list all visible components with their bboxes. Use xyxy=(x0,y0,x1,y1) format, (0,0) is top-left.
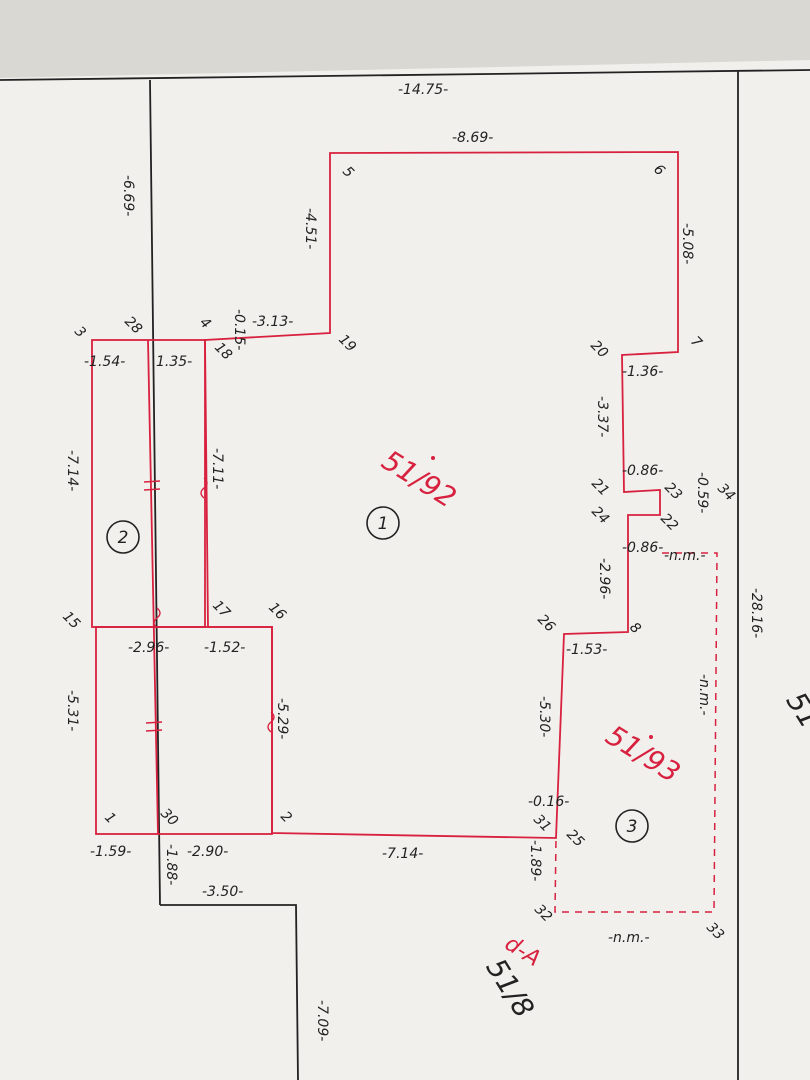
dim-0-16: -0.16- xyxy=(528,794,569,810)
dim-7-14-bottom: -7.14- xyxy=(382,846,423,862)
left-boundary-line xyxy=(149,79,161,906)
dim-3-13: -3.13- xyxy=(252,314,293,330)
dim-2-96-left: -2.96- xyxy=(128,640,169,656)
dim-14-75: -14.75- xyxy=(398,82,448,98)
bottom-boundary-line xyxy=(160,904,299,1080)
dim-4-51: -4.51- xyxy=(302,208,318,249)
paper-sheet xyxy=(0,60,810,1080)
dim-1-53: -1.53- xyxy=(566,642,607,658)
parcel-3-number: 3 xyxy=(627,817,638,837)
parcel-51-93-dot xyxy=(649,735,653,739)
dim-0-86-lower: -0.86- xyxy=(622,540,663,556)
dim-3-37: -3.37- xyxy=(594,396,610,437)
parcel-boundaries xyxy=(0,69,810,1080)
dim-28-16: -28.16- xyxy=(748,588,764,638)
parcel-3-circle xyxy=(615,809,649,843)
dim-2-96-right: -2.96- xyxy=(596,558,612,599)
parcel-2-number: 2 xyxy=(118,528,129,548)
parcel-number-circles xyxy=(106,506,649,843)
dim-1-59: -1.59- xyxy=(90,844,131,860)
building-outline-1 xyxy=(204,151,679,839)
dim-7-11: -7.11- xyxy=(209,448,225,489)
top-boundary-line xyxy=(0,69,810,81)
dim-nm-bottom: -n.m.- xyxy=(608,930,650,946)
dim-1-52: -1.52- xyxy=(204,640,245,656)
dim-nm-right: -n.m.- xyxy=(696,674,712,716)
dim-5-30: -5.30- xyxy=(536,696,552,737)
dim-0-59: -0.59- xyxy=(694,472,710,513)
dim-nm-top: -n.m.- xyxy=(664,548,706,564)
dim-1-88: -1.88- xyxy=(163,844,179,885)
parcel-51-92-dot xyxy=(431,456,435,460)
dim-1-36: -1.36- xyxy=(622,364,663,380)
dim-8-69: -8.69- xyxy=(452,130,493,146)
dim-7-14-left: -7.14- xyxy=(64,450,80,491)
dim-5-08: -5.08- xyxy=(679,223,695,264)
dim-5-31: -5.31- xyxy=(64,690,80,731)
parcel-1-number: 1 xyxy=(378,514,389,534)
dim-0-86-upper: -0.86- xyxy=(622,463,663,479)
parcel-1-circle xyxy=(366,506,400,540)
building-1-outline xyxy=(204,151,679,839)
dim-5-29: -5.29- xyxy=(274,698,290,739)
dim-1-35: 1.35- xyxy=(156,354,192,370)
dim-6-69: -6.69- xyxy=(120,175,136,216)
dim-2-90: -2.90- xyxy=(187,844,228,860)
dim-0-15: -0.15- xyxy=(231,309,247,350)
dim-3-50: -3.50- xyxy=(202,884,243,900)
wall-marks xyxy=(143,477,275,733)
parcel-2-circle xyxy=(106,520,140,554)
inner-wall-line xyxy=(147,339,159,835)
dim-1-89: -1.89- xyxy=(527,840,543,881)
dim-1-54: -1.54- xyxy=(84,354,125,370)
building-2-lower xyxy=(95,626,273,835)
building-outline-2 xyxy=(91,339,273,835)
dim-7-09: -7.09- xyxy=(314,1000,330,1041)
dimension-labels: -14.75- -8.69- -6.69- -4.51- -5.08- -3.1… xyxy=(64,82,764,1041)
